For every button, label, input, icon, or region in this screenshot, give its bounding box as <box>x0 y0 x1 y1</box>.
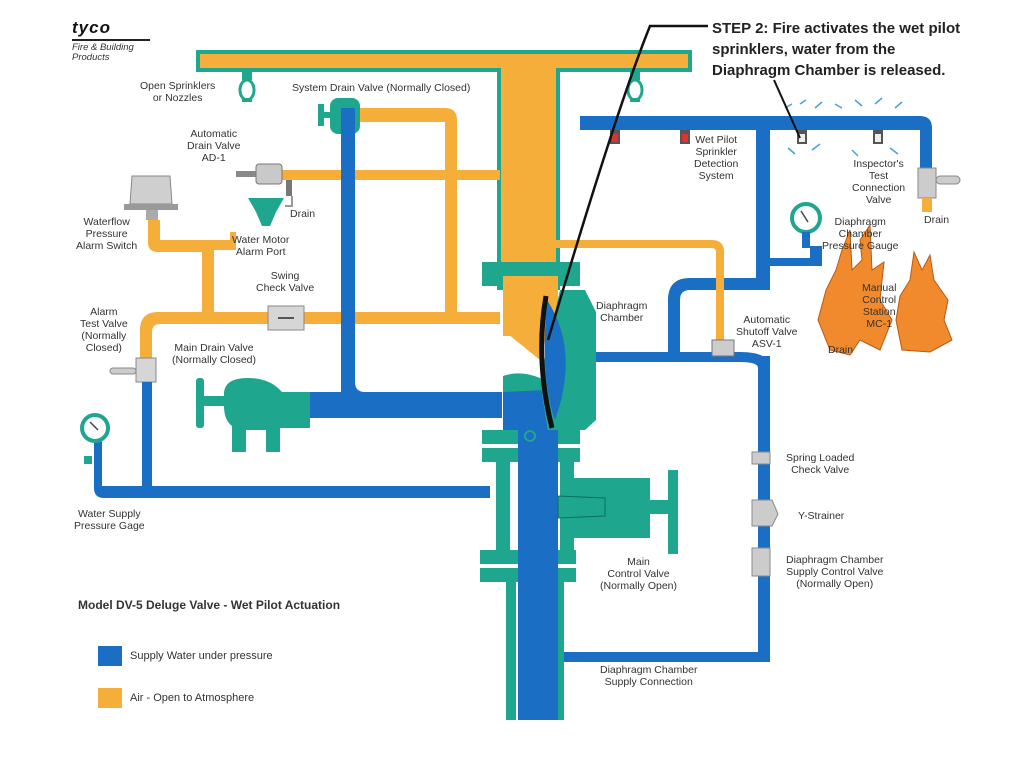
label-diaphragm-supply-connection: Diaphragm Chamber Supply Connection <box>600 664 698 688</box>
label-drain-inspector: Drain <box>924 214 950 226</box>
label-water-supply-gage: Water Supply Pressure Gage <box>74 508 145 532</box>
label-drain-ad1: Drain <box>290 208 316 220</box>
swing-check-valve-icon <box>267 305 305 331</box>
label-manual-control-station: Manual Control Station MC-1 <box>862 282 897 330</box>
open-sprinkler-icon <box>238 72 256 102</box>
waterflow-alarm-switch-icon <box>124 175 178 220</box>
drain-funnel-icon <box>248 198 284 226</box>
label-wet-pilot-system: Wet Pilot Sprinkler Detection System <box>694 134 739 182</box>
label-diaphragm-pressure-gauge: Diaphragm Chamber Pressure Gauge <box>822 216 899 252</box>
activated-sprinkler-icon <box>873 130 883 144</box>
inspectors-test-valve-icon <box>917 167 961 212</box>
wet-pilot-sprinkler-icon <box>680 130 690 144</box>
label-water-motor-alarm-port: Water Motor Alarm Port <box>232 234 290 258</box>
label-drain-mc1: Drain <box>828 344 854 356</box>
label-main-drain-valve: Main Drain Valve (Normally Closed) <box>172 342 257 366</box>
tyco-logo: tyco Fire & Building Products <box>72 18 150 63</box>
logo-rule <box>72 39 150 41</box>
label-alarm-test-valve: Alarm Test Valve (Normally Closed) <box>80 306 128 354</box>
logo-subtitle: Fire & Building Products <box>72 41 134 63</box>
legend-swatch-air <box>98 688 122 708</box>
activated-sprinkler-icon <box>797 130 807 144</box>
label-open-sprinklers: Open Sprinklers or Nozzles <box>140 80 216 104</box>
label-swing-check-valve: Swing Check Valve <box>256 270 315 294</box>
callout-line <box>546 24 801 341</box>
water-supply-gauge-icon <box>80 413 110 464</box>
wet-pilot-sprinkler-icon <box>610 130 620 144</box>
label-diaphragm-chamber: Diaphragm Chamber <box>596 300 648 324</box>
system-drain-line <box>318 98 457 398</box>
label-diaphragm-supply-control: Diaphragm Chamber Supply Control Valve (… <box>786 554 884 590</box>
fire-icon <box>817 223 953 356</box>
main-drain-valve-icon <box>196 378 310 452</box>
label-main-control-valve: Main Control Valve (Normally Open) <box>600 556 678 592</box>
label-automatic-shutoff-valve: Automatic Shutoff Valve ASV-1 <box>736 314 798 350</box>
main-control-valve-icon <box>557 470 678 554</box>
deluge-valve-body <box>480 262 596 720</box>
y-strainer-icon <box>751 499 779 527</box>
label-spring-check-valve: Spring Loaded Check Valve <box>786 452 855 476</box>
logo-brand: tyco <box>72 18 111 37</box>
legend-label: Supply Water under pressure <box>130 650 273 662</box>
spring-check-valve-icon <box>751 451 771 465</box>
diaphragm-supply-control-valve-icon <box>751 547 771 577</box>
alarm-line <box>140 220 500 362</box>
legend-item-air: Air - Open to Atmosphere <box>98 688 254 708</box>
diaphragm-pressure-gauge-icon <box>790 202 822 248</box>
label-automatic-drain-valve: Automatic Drain Valve AD-1 <box>187 128 241 164</box>
diagram-title: Model DV-5 Deluge Valve - Wet Pilot Actu… <box>78 598 341 612</box>
automatic-shutoff-valve-icon <box>711 339 735 357</box>
legend-label: Air - Open to Atmosphere <box>130 692 255 704</box>
legend-item-supply-water: Supply Water under pressure <box>98 646 273 666</box>
label-inspectors-test: Inspector's Test Connection Valve <box>852 158 906 206</box>
legend-swatch-supply-water <box>98 646 122 666</box>
label-system-drain-valve: System Drain Valve (Normally Closed) <box>292 82 471 94</box>
water-spray-icon <box>784 97 903 157</box>
label-waterflow-switch: Waterflow Pressure Alarm Switch <box>76 216 138 252</box>
open-sprinkler-icon <box>626 72 644 102</box>
alarm-test-valve-icon <box>109 357 157 383</box>
step-annotation: STEP 2: Fire activates the wet pilot spr… <box>712 20 961 79</box>
label-y-strainer: Y-Strainer <box>798 510 845 522</box>
automatic-drain-valve-icon <box>236 163 500 207</box>
